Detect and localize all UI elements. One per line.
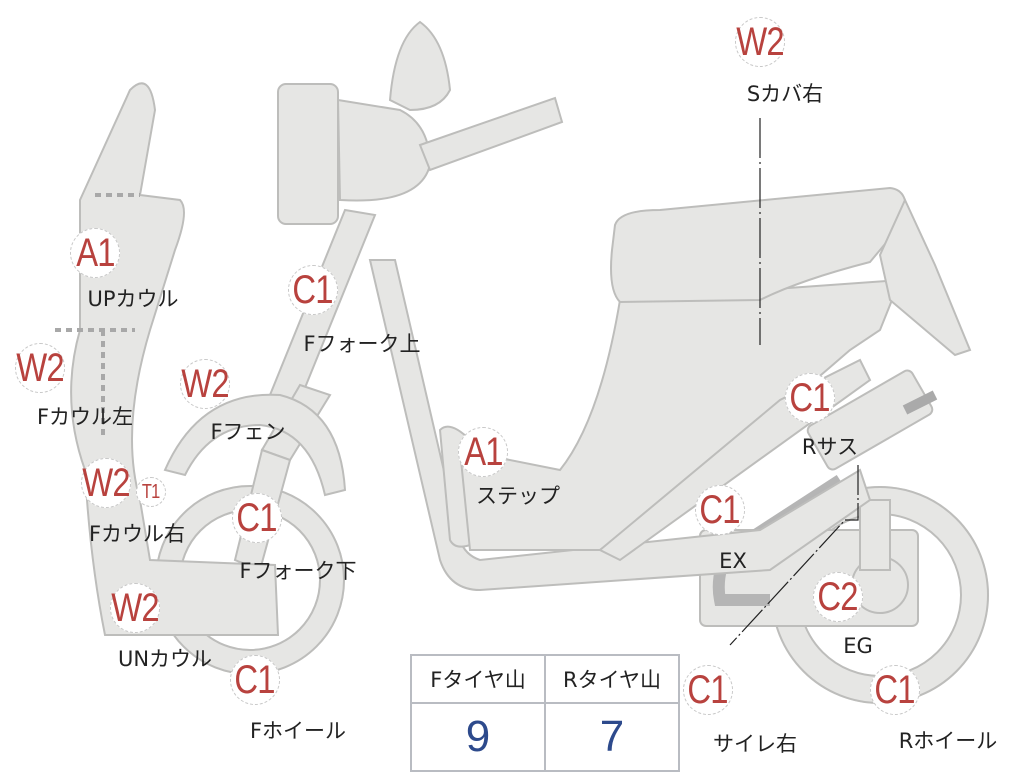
grade-badge-f-fork-lower: C1 bbox=[232, 493, 282, 543]
grade-badge-exhaust: C1 bbox=[695, 485, 745, 535]
grade-badge-r-wheel: C1 bbox=[870, 665, 920, 715]
grade-badge-silencer-right: C1 bbox=[683, 665, 733, 715]
label-up-cowl: UPカウル bbox=[87, 287, 179, 311]
label-f-wheel: Fホイール bbox=[249, 719, 347, 743]
grade-badge-engine: C2 bbox=[813, 572, 863, 622]
label-un-cowl: UNカウル bbox=[117, 647, 213, 671]
grade-badge-up-cowl: A1 bbox=[70, 228, 120, 278]
label-s-cover-right: Sカバ右 bbox=[746, 82, 824, 106]
label-step: ステップ bbox=[476, 484, 560, 508]
grade-badge-s-cover-right: W2 bbox=[735, 17, 785, 67]
tire-tread-table: Fタイヤ山 Rタイヤ山 9 7 bbox=[410, 654, 680, 772]
label-silencer-right: サイレ右 bbox=[713, 732, 797, 756]
label-f-fork-lower: Fフォーク下 bbox=[239, 559, 357, 583]
label-exhaust: EX bbox=[719, 549, 747, 573]
grade-badge-f-cowl-right-extra: T1 bbox=[136, 477, 166, 507]
grade-badge-f-cowl-left: W2 bbox=[15, 343, 65, 393]
front-tread-value: 9 bbox=[410, 702, 546, 772]
grade-badge-step: A1 bbox=[458, 427, 508, 477]
grade-badge-r-suspension: C1 bbox=[785, 373, 835, 423]
label-r-wheel: Rホイール bbox=[898, 729, 998, 753]
grade-badge-f-fender: W2 bbox=[180, 359, 230, 409]
front-tread-header: Fタイヤ山 bbox=[410, 654, 546, 704]
label-engine: EG bbox=[843, 634, 873, 658]
grade-badge-f-fork-upper: C1 bbox=[288, 265, 338, 315]
label-f-fork-upper: Fフォーク上 bbox=[303, 332, 421, 356]
label-r-suspension: Rサス bbox=[801, 435, 859, 459]
grade-badge-un-cowl: W2 bbox=[110, 583, 160, 633]
label-f-fender: Fフェン bbox=[210, 420, 286, 444]
grade-badge-f-wheel: C1 bbox=[230, 655, 280, 705]
grade-badge-f-cowl-right: W2 bbox=[81, 458, 131, 508]
rear-tread-value: 7 bbox=[544, 702, 680, 772]
rear-tread-header: Rタイヤ山 bbox=[544, 654, 680, 704]
label-f-cowl-left: Fカウル左 bbox=[36, 405, 134, 429]
label-f-cowl-right: Fカウル右 bbox=[88, 522, 186, 546]
